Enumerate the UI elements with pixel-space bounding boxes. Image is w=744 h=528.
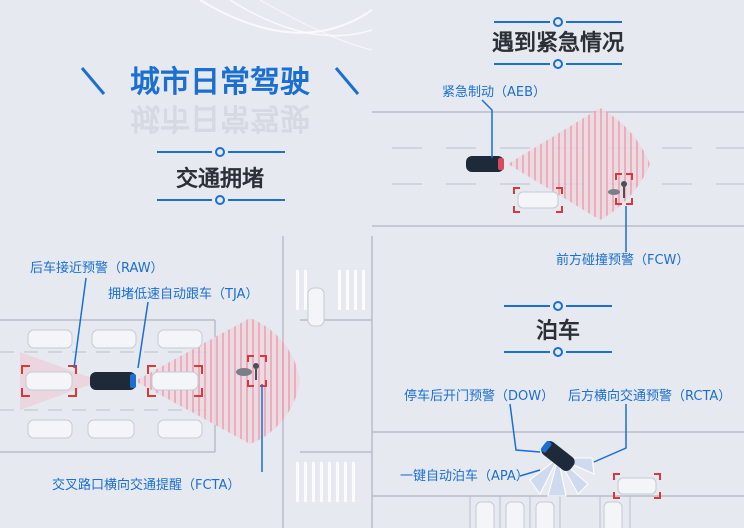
fcta-label: 交叉路口横向交通提醒（FCTA） — [52, 477, 240, 493]
raw-bracket — [21, 365, 77, 397]
emergency-callouts — [481, 99, 627, 252]
parking-heading: 泊车 — [504, 301, 612, 357]
tja-label: 拥堵低速自动跟车（TJA） — [108, 286, 258, 302]
tja-front-car — [151, 371, 199, 391]
rcta-label: 后方横向交通预警（RCTA） — [568, 388, 731, 404]
main-title-group: 城市日常驾驶 城市日常驾驶 — [80, 65, 360, 135]
fcw-label: 前方碰撞预警（FCW） — [556, 252, 689, 268]
aeb-label: 紧急制动（AEB） — [442, 85, 546, 100]
dow-label: 停车后开门预警（DOW） — [404, 388, 554, 404]
crosswalk-top — [296, 270, 365, 310]
traffic-callouts — [73, 277, 263, 472]
ego-car-emergency — [466, 156, 504, 172]
parked-cars — [475, 501, 623, 528]
emergency-title: 遇到紧急情况 — [492, 30, 624, 56]
traffic-car-row-bottom — [27, 419, 203, 439]
rcta-bracket — [613, 473, 661, 499]
traffic-jam-title: 交通拥堵 — [176, 166, 264, 192]
fcta-pedestrian — [236, 363, 259, 380]
rcta-crossing-car — [617, 477, 657, 495]
raw-label: 后车接近预警（RAW） — [30, 260, 164, 276]
emergency-pedestrian — [608, 181, 627, 198]
traffic-car-row-top — [27, 329, 203, 349]
tja-bracket — [147, 365, 203, 397]
parking-title: 泊车 — [536, 318, 580, 344]
main-title: 城市日常驾驶 — [130, 65, 310, 100]
crosswalk-bottom — [296, 462, 355, 502]
ego-car-traffic — [90, 372, 136, 390]
fcw-front-car — [517, 191, 559, 209]
apa-label: 一键自动泊车（APA） — [400, 468, 529, 484]
fcta-sensor-fan — [135, 318, 300, 444]
emergency-heading: 遇到紧急情况 — [492, 17, 624, 69]
parking-callouts — [509, 403, 627, 477]
ego-car-parking — [540, 440, 575, 471]
raw-rear-car — [25, 371, 73, 391]
main-title-reflection: 城市日常驾驶 — [130, 100, 310, 135]
traffic-jam-heading: 交通拥堵 — [157, 147, 285, 205]
decor-swoosh — [199, 0, 373, 51]
emergency-ped-bracket — [615, 173, 633, 205]
cross-road-car — [307, 287, 325, 327]
fcw-car-bracket — [513, 187, 563, 213]
